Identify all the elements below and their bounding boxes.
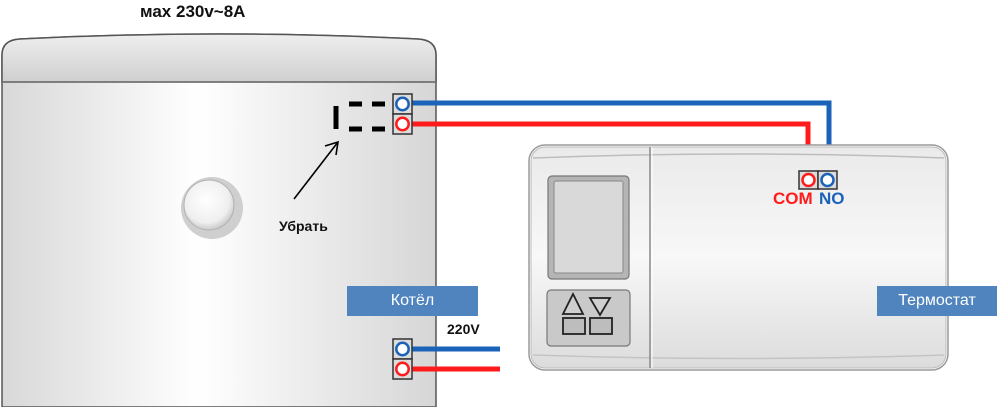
- boiler-thermostat-terminals: [392, 93, 413, 135]
- jumper-to-remove: [333, 101, 385, 132]
- thermostat-terminals: [798, 170, 838, 190]
- arrow-down-icon[interactable]: [588, 297, 612, 317]
- no-terminal-label: NO: [819, 189, 845, 208]
- boiler-tag: Котёл: [347, 286, 478, 316]
- boiler: [1, 33, 437, 407]
- boiler-power-terminals: [392, 338, 413, 380]
- left-key[interactable]: [562, 317, 586, 335]
- thermostat: [528, 144, 949, 371]
- max-rating-label: мах 230v~8A: [140, 2, 246, 21]
- pointer-arrow-icon: [293, 140, 339, 200]
- com-terminal-label: COM: [773, 189, 813, 208]
- boiler-knob-icon: [181, 177, 243, 239]
- right-key[interactable]: [589, 317, 613, 335]
- arrow-up-icon[interactable]: [561, 291, 585, 315]
- voltage-label: 220V: [447, 321, 480, 337]
- thermostat-display: [547, 175, 630, 280]
- thermostat-keypad: [546, 289, 631, 347]
- remove-label: Убрать: [279, 218, 328, 234]
- thermostat-tag: Термостат: [877, 286, 997, 316]
